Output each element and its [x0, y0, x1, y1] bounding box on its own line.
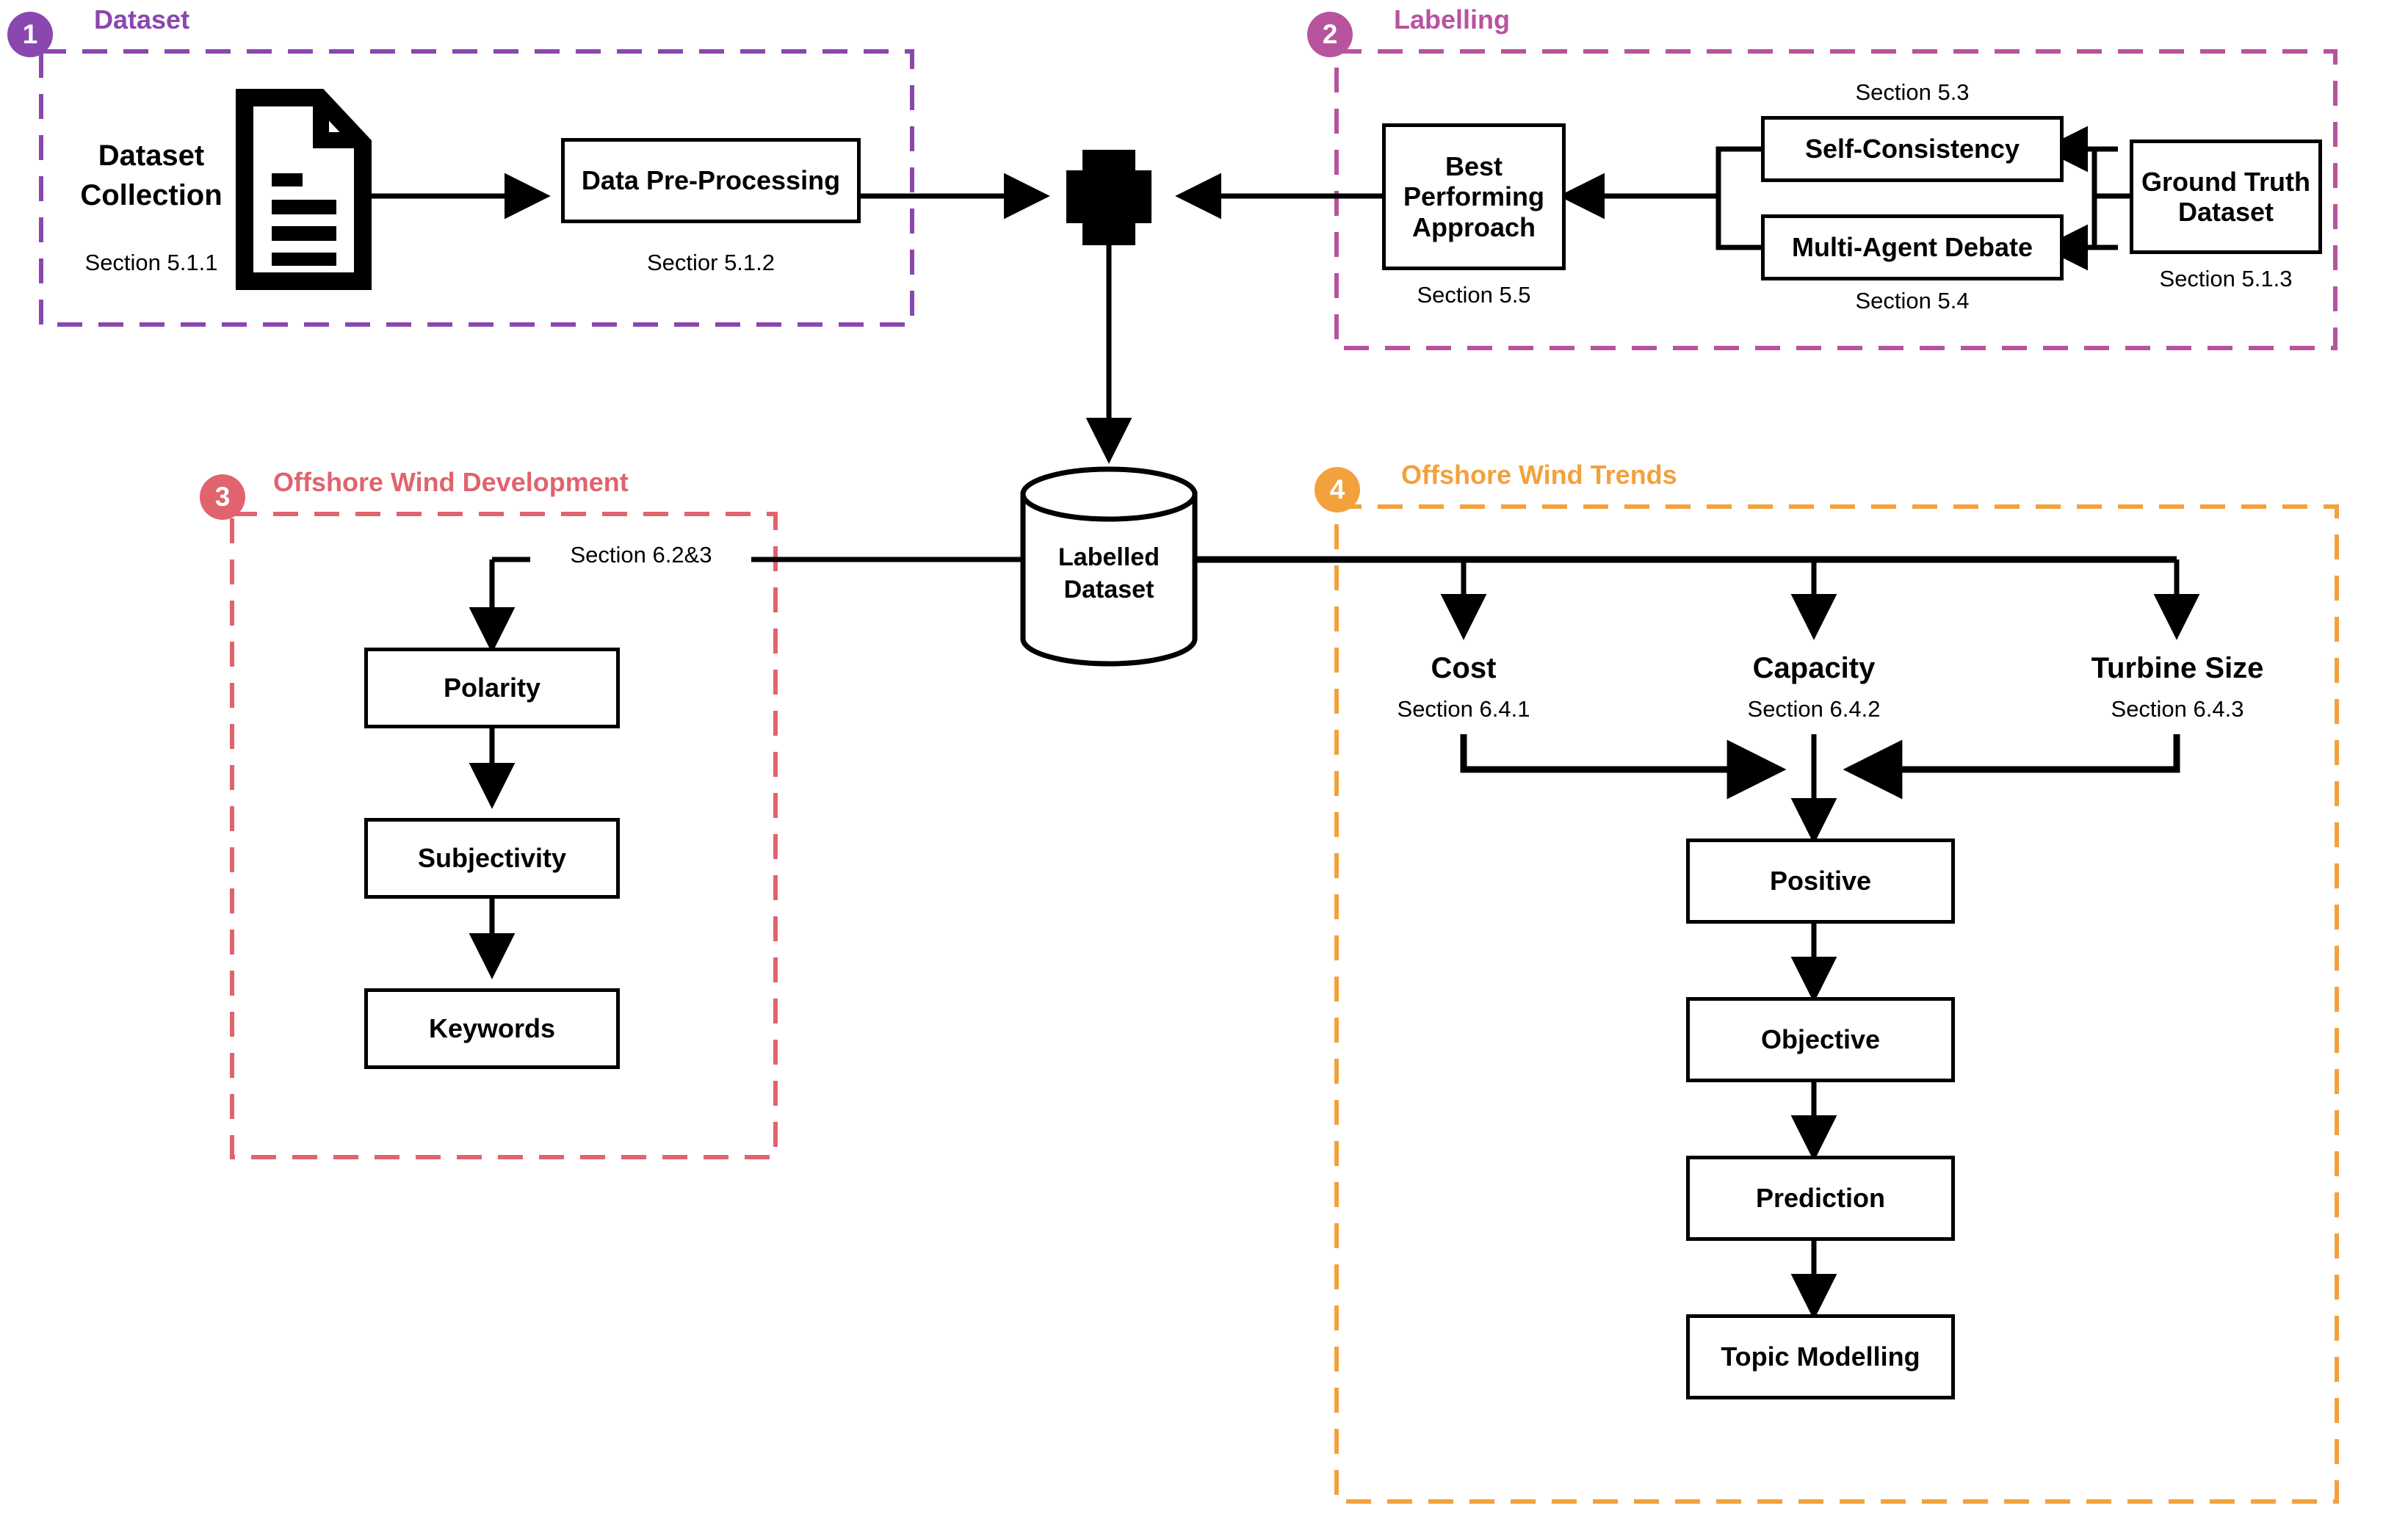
edge-turbinesize-to-junction: [1843, 734, 2180, 800]
section-3-dashed-box: [230, 512, 778, 1159]
dataset-collection-label-line1: Dataset: [98, 140, 205, 172]
section-badge-1: 1: [7, 12, 53, 57]
edge-groundtruth-to-selfconsistency: [2091, 146, 2130, 199]
branch-label-cost: Cost: [1431, 652, 1497, 684]
section-badge-3-number: 3: [214, 482, 231, 512]
node-multi-agent-debate-label: Multi-Agent Debate: [1792, 232, 2033, 263]
document-icon: [236, 89, 372, 290]
node-ground-truth-dataset-line1: Ground Truth: [2141, 166, 2310, 197]
self-consistency-caption: Section 5.3: [1855, 79, 1970, 105]
node-positive-label: Positive: [1769, 866, 1872, 896]
edge-selfconsistency-to-junction: [1715, 146, 1761, 196]
node-prediction[interactable]: Prediction: [1686, 1156, 1955, 1241]
node-self-consistency[interactable]: Self-Consistency: [1761, 116, 2064, 182]
section-title-2: Labelling: [1394, 4, 1511, 35]
node-ground-truth-dataset[interactable]: Ground Truth Dataset: [2130, 140, 2322, 254]
node-keywords-label: Keywords: [428, 1013, 556, 1044]
database-cylinder-icon: [1020, 466, 1198, 667]
section-title-1: Dataset: [94, 4, 190, 35]
node-self-consistency-label: Self-Consistency: [1804, 134, 2020, 164]
multi-agent-debate-caption: Section 5.4: [1855, 288, 1970, 314]
labelled-dataset-label-line2: Dataset: [1063, 576, 1154, 604]
node-best-performing-approach[interactable]: Best Performing Approach: [1382, 123, 1566, 270]
section-badge-4: 4: [1315, 467, 1360, 512]
plus-merge-icon: [1066, 150, 1151, 245]
node-topic-modelling-label: Topic Modelling: [1721, 1341, 1920, 1372]
branch-caption-cost: Section 6.4.1: [1397, 696, 1530, 722]
section3-edge-caption: Section 6.2&3: [570, 542, 712, 568]
node-subjectivity-label: Subjectivity: [417, 843, 567, 874]
node-prediction-label: Prediction: [1755, 1183, 1886, 1214]
node-positive[interactable]: Positive: [1686, 838, 1955, 924]
branch-label-turbine-size: Turbine Size: [2091, 652, 2264, 684]
dataset-collection-label-line2: Collection: [80, 179, 223, 211]
section-badge-3: 3: [200, 474, 245, 520]
section-badge-2-number: 2: [1322, 19, 1338, 49]
node-polarity[interactable]: Polarity: [364, 648, 620, 728]
node-keywords[interactable]: Keywords: [364, 988, 620, 1069]
section-4-dashed-box: [1334, 504, 2339, 1504]
section-1-dashed-box: [39, 49, 914, 327]
section-title-3: Offshore Wind Development: [273, 467, 629, 497]
node-data-pre-processing[interactable]: Data Pre-Processing: [561, 138, 861, 223]
node-data-pre-processing-label: Data Pre-Processing: [581, 165, 841, 196]
node-polarity-label: Polarity: [443, 673, 541, 703]
section-badge-2: 2: [1307, 12, 1353, 57]
branch-caption-turbine-size: Section 6.4.3: [2111, 696, 2244, 722]
edge-groundtruth-to-multiagent: [2091, 193, 2130, 250]
node-objective[interactable]: Objective: [1686, 997, 1955, 1082]
section-title-4: Offshore Wind Trends: [1401, 460, 1677, 490]
node-objective-label: Objective: [1760, 1024, 1881, 1055]
branch-caption-capacity: Section 6.4.2: [1747, 696, 1881, 722]
ground-truth-dataset-caption: Section 5.1.3: [2159, 266, 2293, 291]
labelled-dataset-label-line1: Labelled: [1058, 543, 1160, 571]
node-best-performing-approach-line1: Best Performing: [1403, 151, 1545, 212]
branch-label-capacity: Capacity: [1752, 652, 1876, 684]
section-badge-4-number: 4: [1329, 474, 1345, 504]
node-multi-agent-debate[interactable]: Multi-Agent Debate: [1761, 214, 2064, 280]
data-pre-processing-caption: Sectior 5.1.2: [646, 250, 775, 275]
edge-multiagent-to-junction: [1715, 196, 1761, 250]
node-topic-modelling[interactable]: Topic Modelling: [1686, 1314, 1955, 1399]
section-2-dashed-box: [1334, 49, 2338, 350]
node-best-performing-approach-line2: Approach: [1411, 211, 1536, 242]
node-subjectivity[interactable]: Subjectivity: [364, 818, 620, 899]
best-performing-approach-caption: Section 5.5: [1417, 282, 1531, 308]
dataset-collection-caption: Section 5.1.1: [84, 250, 218, 275]
edge-cost-to-junction: [1460, 734, 1787, 800]
section-badge-1-number: 1: [22, 19, 38, 49]
node-ground-truth-dataset-line2: Dataset: [2177, 197, 2274, 227]
